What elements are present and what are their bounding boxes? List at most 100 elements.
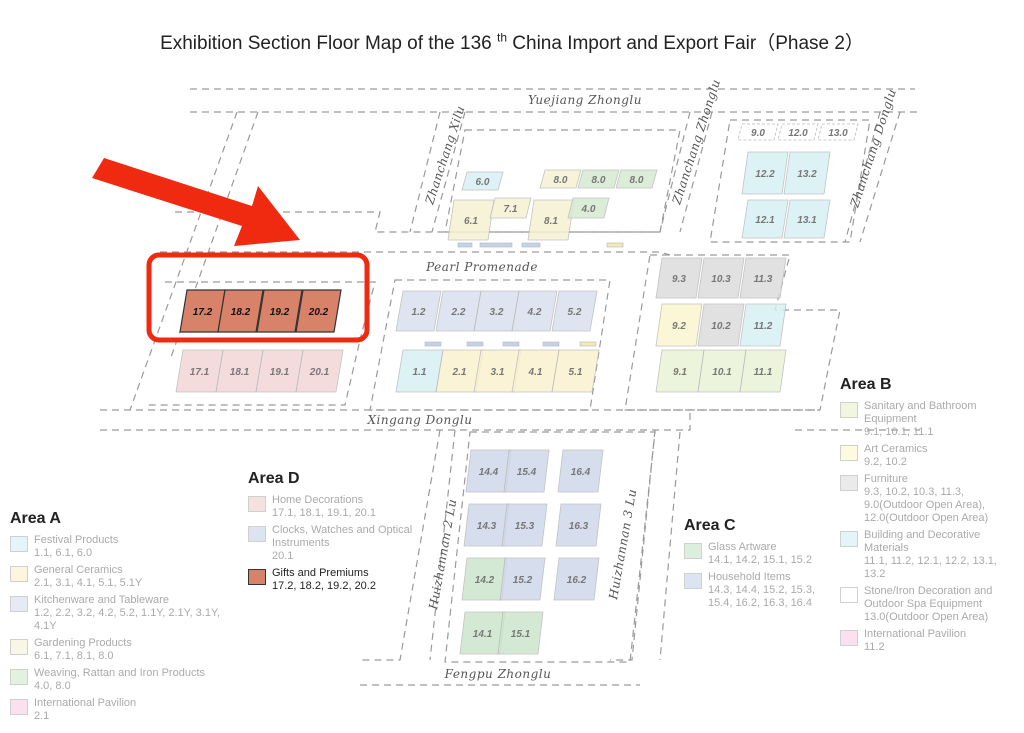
- road-pearl: Pearl Promenade: [425, 260, 538, 274]
- hall-label-143: 14.3: [477, 521, 497, 532]
- hall-71: [489, 197, 532, 219]
- hall-label-172: 17.2: [193, 307, 213, 318]
- hall-202: [295, 289, 342, 333]
- legend-item-halls: 4.0, 8.0: [34, 680, 71, 692]
- hall-label-22: 2.2: [451, 307, 466, 318]
- hall-42: [511, 290, 558, 332]
- hall-label-181: 18.1: [230, 367, 250, 378]
- legend-item-halls: 13.0(Outdoor Open Area): [864, 611, 989, 623]
- legend-item-name: Weaving, Rattan and Iron Products: [34, 667, 206, 679]
- hall-label-80b: 8.0: [592, 175, 606, 186]
- hall-label-132: 13.2: [797, 169, 817, 180]
- hall-label-171: 17.1: [190, 367, 210, 378]
- legend-item-halls: 11.1, 11.2, 12.1, 12.2, 13.1, 13.2: [864, 555, 997, 580]
- hall-label-163: 16.3: [569, 521, 589, 532]
- hall-80c: [615, 169, 658, 189]
- hall-label-101: 10.1: [712, 367, 732, 378]
- hall-label-91: 9.1: [673, 367, 687, 378]
- hall-label-153: 15.3: [515, 521, 535, 532]
- road-zhanchang-xilu: Zhanchang Xilu: [422, 104, 467, 207]
- hall-52: [551, 290, 598, 332]
- legend-item-halls: 14.3, 14.4, 15.2, 15.3, 15.4, 16.2, 16.3…: [708, 584, 816, 609]
- hall-131: [783, 199, 831, 239]
- hall-182: [217, 289, 264, 333]
- hall-label-142: 14.2: [475, 575, 495, 586]
- hall-130: [817, 123, 859, 141]
- hall-label-92: 9.2: [672, 321, 686, 332]
- map-title: Exhibition Section Floor Map of the 136 …: [0, 28, 1024, 55]
- hall-label-122: 12.2: [755, 169, 775, 180]
- legend-swatch: [10, 639, 28, 655]
- hall-102: [697, 303, 745, 347]
- legend-swatch: [248, 569, 266, 585]
- title-sup: th: [496, 30, 507, 45]
- hall-label-40: 4.0: [581, 204, 596, 215]
- legend-item-name: Sanitary and Bathroom Equipment: [864, 400, 977, 425]
- red-arrow-icon: [92, 158, 300, 246]
- hall-label-41: 4.1: [528, 367, 543, 378]
- legend-item: Stone/Iron Decoration and Outdoor Spa Eq…: [840, 585, 1010, 624]
- legend-item-name: Household Items: [708, 571, 791, 583]
- hall-label-141: 14.1: [473, 629, 493, 640]
- legend-swatch: [840, 587, 858, 603]
- hall-93: [655, 257, 703, 299]
- road-yuejiang: Yuejiang Zhonglu: [528, 93, 642, 107]
- legend-item-name: Clocks, Watches and Optical Instruments: [272, 524, 413, 549]
- hall-label-121: 12.1: [755, 215, 775, 226]
- legend-item-halls: 1.2, 2.2, 3.2, 4.2, 5.2, 1.1Y, 2.1Y, 3.1…: [34, 607, 220, 632]
- hall-label-80a: 8.0: [554, 175, 568, 186]
- hall-103: [697, 257, 745, 299]
- road-huizhannan-3: Huizhannan 3 Lu: [606, 488, 639, 602]
- hall-label-131: 13.1: [797, 215, 817, 226]
- legend-area-b-title: Area B: [840, 376, 892, 393]
- legend-item-name: Glass Artware: [708, 541, 777, 553]
- hall-label-154: 15.4: [517, 467, 537, 478]
- hall-label-80c: 8.0: [630, 175, 644, 186]
- legend-item-halls: 9.2, 10.2: [864, 456, 907, 468]
- legend-item-name: Festival Products: [34, 534, 119, 546]
- hall-164: [557, 449, 604, 493]
- hall-label-164: 16.4: [571, 467, 591, 478]
- hall-label-93: 9.3: [672, 274, 686, 285]
- legend-swatch: [10, 596, 28, 612]
- legend-swatch: [840, 630, 858, 646]
- hall-120: [777, 123, 819, 141]
- legend-swatch: [840, 445, 858, 461]
- hall-label-60: 6.0: [476, 177, 490, 188]
- road-zhanchang-zhonglu: Zhanchang Zhonglu: [669, 77, 723, 206]
- hall-label-191: 19.1: [270, 367, 290, 378]
- hall-192: [256, 289, 303, 333]
- hall-label-113: 11.3: [754, 274, 773, 285]
- legend-area-a-title: Area A: [10, 510, 61, 527]
- hall-40: [567, 197, 610, 219]
- legend-swatch: [10, 536, 28, 552]
- hall-label-11: 1.1: [413, 367, 427, 378]
- hall-label-31: 3.1: [491, 367, 505, 378]
- hall-label-103: 10.3: [711, 274, 731, 285]
- hall-label-90: 9.0: [751, 128, 765, 139]
- legend-item-name: Home Decorations: [272, 494, 364, 506]
- hall-112: [739, 303, 787, 347]
- hall-label-102: 10.2: [711, 321, 731, 332]
